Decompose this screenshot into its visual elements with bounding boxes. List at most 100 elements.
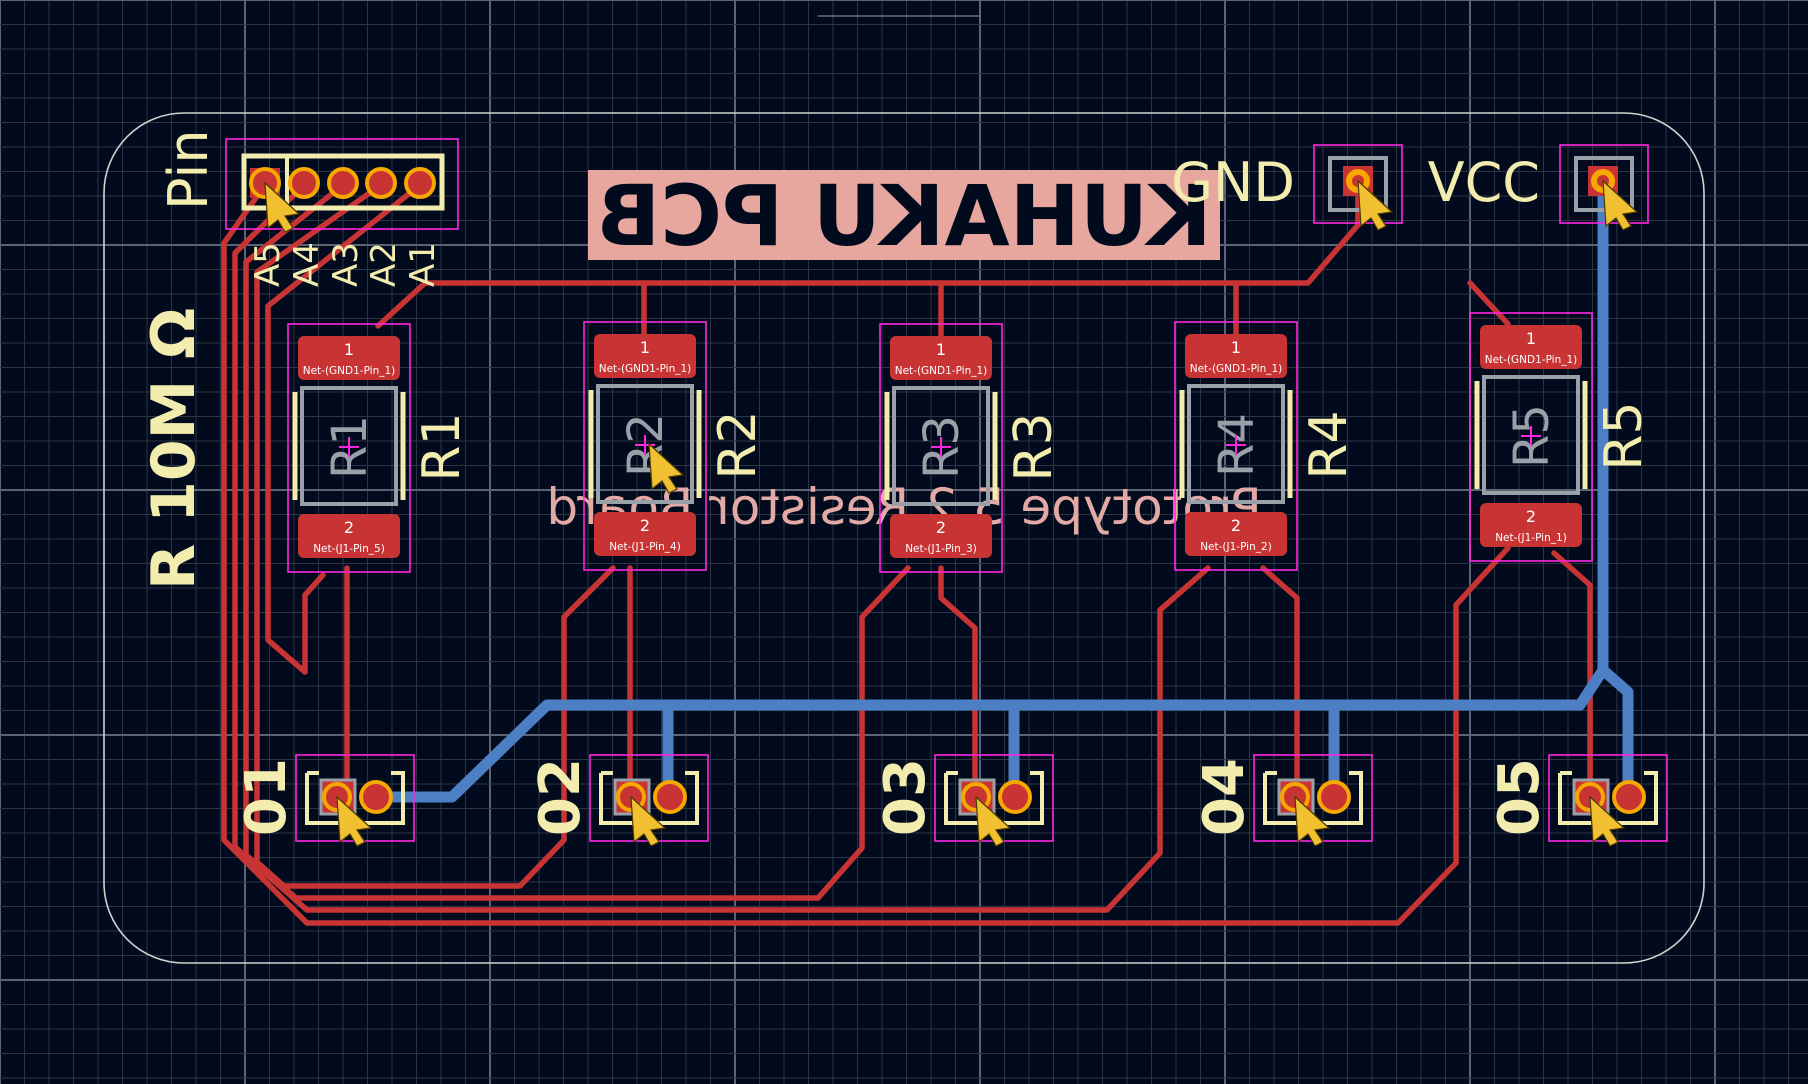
vcc-label: VCC <box>1428 151 1540 214</box>
diode-pad-drill <box>665 792 675 802</box>
resistor-pad-1[interactable] <box>1185 334 1287 378</box>
diode-pad-drill <box>371 792 381 802</box>
pad-number: 1 <box>640 338 650 357</box>
pad-net-label: Net-(GND1-Pin_1) <box>1485 354 1578 366</box>
diode-cursor-icon <box>336 795 373 847</box>
title-plate-background <box>588 170 1220 260</box>
resistor-pad-2[interactable] <box>594 512 696 556</box>
diode-pad-drill <box>1329 792 1339 802</box>
diode-silk-outline <box>1558 771 1658 825</box>
gnd-silk-frame <box>1328 156 1388 212</box>
resistor-pad-2[interactable] <box>1185 512 1287 556</box>
pad-number: 1 <box>1231 338 1241 357</box>
title-plate: KUHAKU PCB <box>588 167 1220 265</box>
resistor-pad-1[interactable] <box>594 334 696 378</box>
pin-header-silk-body <box>241 153 445 211</box>
pad-net-label: Net-(GND1-Pin_1) <box>895 365 988 377</box>
resistor-pad-1[interactable] <box>890 336 992 380</box>
pin-header[interactable]: Pin <box>157 129 459 230</box>
diode-silk-outline <box>305 771 405 825</box>
header-pin-label: A1 <box>403 242 443 287</box>
pad-net-label: Net-(J1-Pin_4) <box>609 541 681 553</box>
diode-ref-label: 05 <box>1487 758 1552 836</box>
header-trace-a3 <box>243 182 911 901</box>
diode-silk-outline <box>1263 771 1363 825</box>
resistor-pad-1[interactable] <box>298 336 400 380</box>
resistor-cursor-icon <box>648 442 685 494</box>
diode-ref-label: 02 <box>528 758 593 836</box>
resistor-footprints: 1Net-(GND1-Pin_1)2Net-(J1-Pin_5)R1R11Net… <box>287 312 1654 573</box>
vcc-drop-d5 <box>1597 664 1634 803</box>
pad-number: 2 <box>1526 507 1536 526</box>
resistor-pad-1[interactable] <box>1480 325 1582 369</box>
header-trace-a5 <box>221 182 1511 926</box>
r3-to-d3-trace <box>938 565 978 798</box>
vcc-bus-trace <box>369 179 1609 803</box>
gnd-cursor-icon <box>1357 179 1394 231</box>
diode-ref-label: 01 <box>234 758 299 836</box>
header-trace-a4 <box>232 182 1211 913</box>
resistor-courtyard <box>287 323 411 573</box>
diode-cursor-icon <box>630 795 667 847</box>
diode-d3[interactable]: 03 <box>873 754 1054 847</box>
diode-d1[interactable]: 01 <box>234 754 415 847</box>
vcc-cursor-icon <box>1602 179 1639 231</box>
gnd-connector[interactable]: GND <box>1171 144 1403 231</box>
header-pin-drill <box>338 178 348 188</box>
diode-d2[interactable]: 02 <box>528 754 709 847</box>
pad-net-label: Net-(GND1-Pin_1) <box>599 363 692 375</box>
pad-number: 2 <box>344 518 354 537</box>
gnd-stub-r5 <box>1467 280 1511 327</box>
resistor-pad-2[interactable] <box>890 514 992 558</box>
diode-d4[interactable]: 04 <box>1192 754 1373 847</box>
diode-ref-label: 03 <box>873 758 938 836</box>
resistor-fab-outline <box>300 386 398 506</box>
vcc-silk-frame <box>1574 156 1634 212</box>
diode-footprints: 01 02 03 04 05 <box>234 754 1668 847</box>
pad-number: 2 <box>936 518 946 537</box>
diode-cursor-icon <box>975 795 1012 847</box>
diode-d5[interactable]: 05 <box>1487 754 1668 847</box>
resistor-pad-2[interactable] <box>1480 503 1582 547</box>
diode-cursor-icon <box>1294 795 1331 847</box>
resistor-ref-label: R1 <box>412 412 472 481</box>
resistor-fab-outline <box>892 386 990 506</box>
resistor-ref-label: R4 <box>1299 410 1359 479</box>
header-cursor-icon <box>264 181 301 233</box>
diode-pad-drill <box>1624 792 1634 802</box>
pad-net-label: Net-(GND1-Pin_1) <box>1190 363 1283 375</box>
diode-cursor-icon <box>1589 795 1626 847</box>
resistor-pad-2[interactable] <box>298 514 400 558</box>
vcc-connector[interactable]: VCC <box>1428 144 1649 231</box>
pad-number: 2 <box>640 516 650 535</box>
board-outline <box>103 112 1705 964</box>
diode-pad-drill <box>1010 792 1020 802</box>
resistor-courtyard <box>1174 321 1298 571</box>
r5-to-d5-trace <box>1551 550 1593 798</box>
pad-net-label: Net-(J1-Pin_1) <box>1495 532 1567 544</box>
resistor-fab-outline <box>1482 375 1580 495</box>
pad-net-label: Net-(J1-Pin_5) <box>313 543 385 555</box>
vcc-courtyard <box>1559 144 1649 224</box>
header-pins <box>249 167 436 233</box>
header-pin-drill <box>299 178 309 188</box>
resistor-fab-outline <box>596 384 694 504</box>
pad-net-label: Net-(GND1-Pin_1) <box>303 365 396 377</box>
resistor-ref-label: R2 <box>708 410 768 479</box>
header-pin-label: A4 <box>287 242 327 287</box>
resistor-ref-label: R3 <box>1004 412 1064 481</box>
resistor-fab-outline <box>1187 384 1285 504</box>
resistor-ref-label: R5 <box>1594 401 1654 470</box>
r4-to-d4-trace <box>1260 565 1300 798</box>
diode-silk-outline <box>944 771 1044 825</box>
pad-number: 1 <box>344 340 354 359</box>
header-pin-label: A3 <box>326 242 366 287</box>
header-trace-a2 <box>254 182 616 889</box>
